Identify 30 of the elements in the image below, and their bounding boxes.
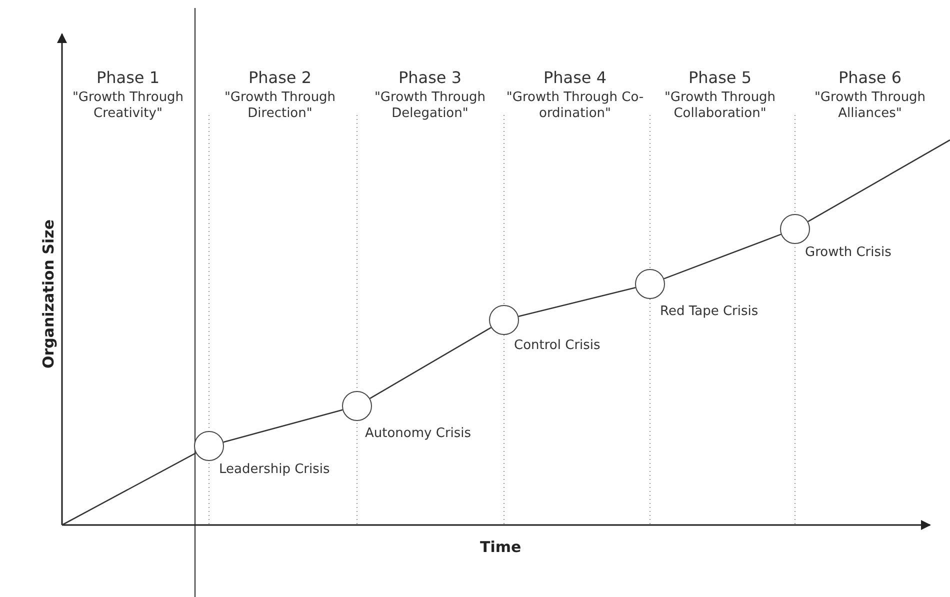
curve-segment	[518, 286, 636, 318]
phase-description: "Growth Through Creativity"	[71, 90, 185, 122]
crisis-label: Leadership Crisis	[219, 462, 330, 477]
phase-heading: Phase 4	[542, 68, 608, 87]
phase-description: "Growth Through Direction"	[223, 90, 337, 122]
phase-heading: Phase 6	[837, 68, 903, 87]
crisis-circle	[194, 431, 224, 461]
phase-description: "Growth Through Co-ordination"	[505, 90, 645, 122]
phase-heading: Phase 1	[95, 68, 161, 87]
x-axis-label: Time	[480, 538, 522, 556]
crisis-label: Red Tape Crisis	[660, 304, 758, 319]
phase-heading: Phase 2	[247, 68, 313, 87]
phase-description: "Growth Through Collaboration"	[663, 90, 777, 122]
crisis-circle	[489, 305, 519, 335]
crisis-label: Control Crisis	[514, 338, 600, 353]
crisis-label: Autonomy Crisis	[365, 426, 472, 441]
crisis-label: Growth Crisis	[805, 245, 892, 260]
curve-segment	[223, 409, 343, 443]
phase-description: "Growth Through Delegation"	[373, 90, 487, 122]
phase-heading: Phase 3	[397, 68, 463, 87]
curve-segment	[664, 234, 782, 280]
y-axis-label: Organization Size	[40, 219, 58, 369]
curve-segment	[62, 452, 196, 526]
curve-segment	[370, 327, 492, 399]
crisis-circle	[342, 391, 372, 421]
curve-segment	[808, 139, 950, 222]
phase-heading: Phase 5	[687, 68, 753, 87]
crisis-circle	[780, 214, 810, 244]
crisis-circle	[635, 269, 665, 299]
phase-description: "Growth Through Alliances"	[813, 90, 927, 122]
